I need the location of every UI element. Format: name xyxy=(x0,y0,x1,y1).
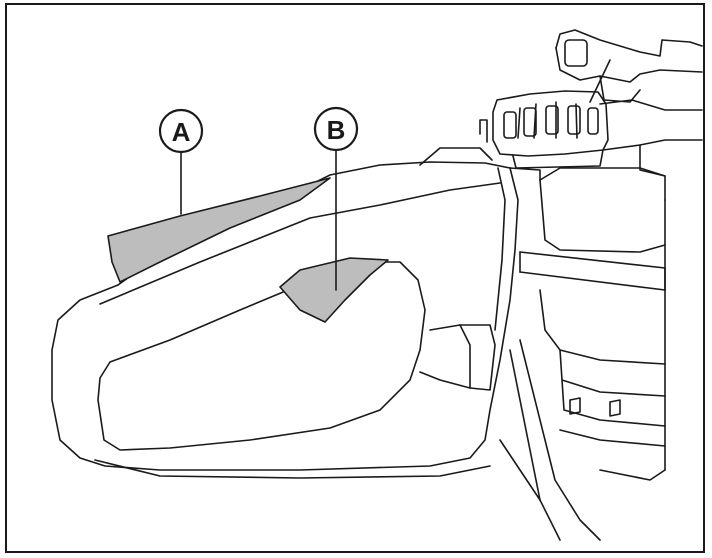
callout-b-label: B xyxy=(327,115,346,145)
highlight-area-a xyxy=(107,177,331,283)
callout-b: B xyxy=(313,106,359,152)
machine-body xyxy=(479,29,703,541)
callout-a-label: A xyxy=(172,117,191,147)
callout-a: A xyxy=(158,108,204,154)
highlight-area-b xyxy=(279,257,389,323)
